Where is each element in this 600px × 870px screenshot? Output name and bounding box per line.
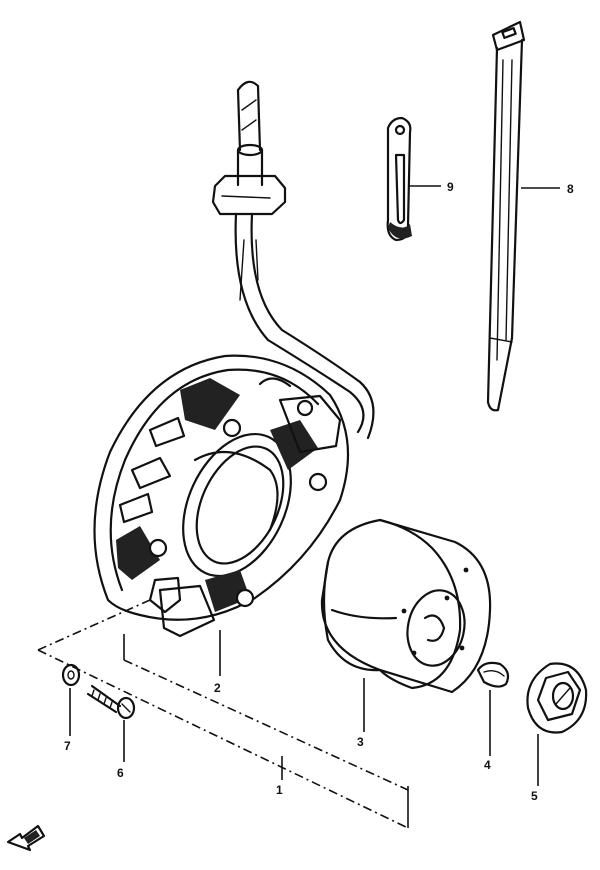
callout-1: 1 bbox=[276, 783, 283, 797]
callout-5: 5 bbox=[531, 789, 538, 803]
part-7-washer[interactable] bbox=[61, 663, 81, 687]
wire-harness bbox=[211, 80, 375, 440]
part-4-key[interactable] bbox=[476, 661, 510, 688]
callout-9: 9 bbox=[447, 180, 454, 194]
part-8-strap[interactable] bbox=[486, 20, 526, 412]
front-direction-arrow-icon bbox=[6, 824, 46, 852]
callout-2: 2 bbox=[214, 681, 221, 695]
group-bracket-item-1 bbox=[37, 599, 409, 829]
part-9-clamp[interactable] bbox=[386, 116, 412, 242]
part-3-rotor[interactable] bbox=[320, 518, 492, 694]
part-5-nut[interactable] bbox=[526, 662, 588, 734]
callout-labels: 8 9 2 3 4 5 6 7 1 bbox=[64, 180, 574, 803]
callout-6: 6 bbox=[117, 766, 124, 780]
callout-7: 7 bbox=[64, 739, 71, 753]
leader-lines bbox=[69, 185, 560, 828]
callout-4: 4 bbox=[484, 758, 491, 772]
part-2-stator[interactable] bbox=[93, 354, 350, 638]
callout-8: 8 bbox=[567, 182, 574, 196]
callout-3: 3 bbox=[357, 735, 364, 749]
part-6-screw[interactable] bbox=[86, 684, 136, 720]
